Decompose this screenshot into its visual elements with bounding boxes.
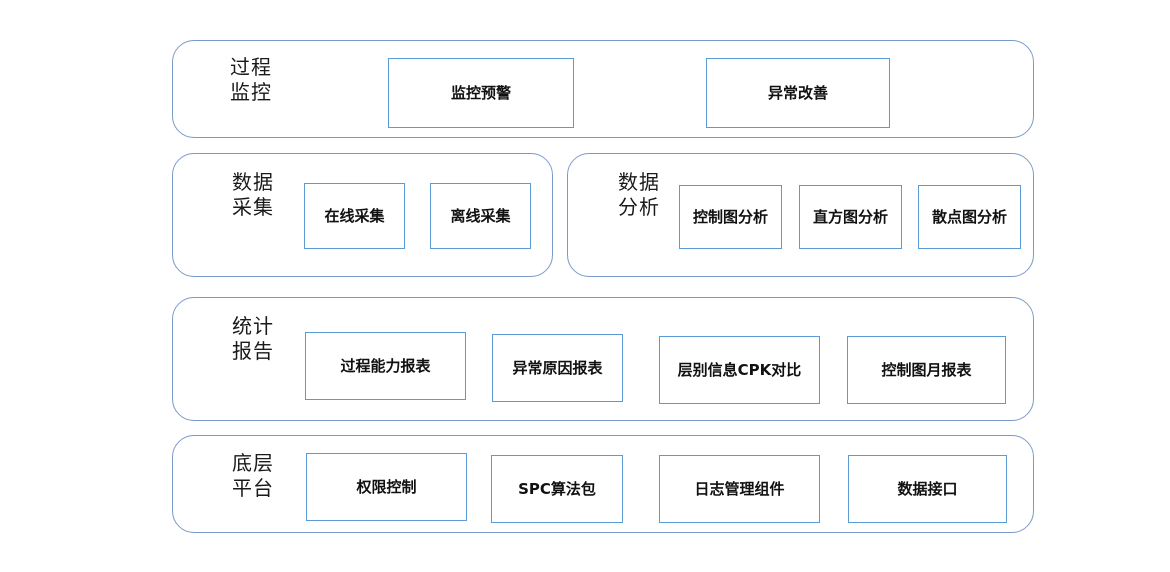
item-abnormality-cause-report[interactable]: 异常原因报表	[492, 334, 623, 402]
item-label: 日志管理组件	[694, 480, 785, 498]
item-label: 过程能力报表	[340, 357, 431, 375]
item-label: SPC算法包	[518, 480, 596, 498]
item-data-interface[interactable]: 数据接口	[848, 455, 1007, 523]
item-control-chart-analysis[interactable]: 控制图分析	[679, 185, 782, 249]
item-monitoring-alert[interactable]: 监控预警	[388, 58, 574, 128]
item-label: 控制图分析	[692, 208, 768, 226]
item-label: 层别信息CPK对比	[677, 361, 802, 379]
item-label: 异常改善	[767, 84, 828, 102]
item-offline-collection[interactable]: 离线采集	[430, 183, 531, 249]
item-label: 异常原因报表	[512, 359, 603, 377]
item-label: 直方图分析	[812, 208, 888, 226]
item-label: 权限控制	[356, 478, 417, 496]
item-log-management-component[interactable]: 日志管理组件	[659, 455, 820, 523]
item-label: 监控预警	[450, 84, 511, 102]
item-layer-cpk-comparison[interactable]: 层别信息CPK对比	[659, 336, 820, 404]
item-abnormality-improvement[interactable]: 异常改善	[706, 58, 890, 128]
item-label: 散点图分析	[931, 208, 1007, 226]
group-label-data-analysis: 数据 分析	[618, 172, 660, 219]
group-label-data-collection: 数据 采集	[232, 172, 274, 219]
item-scatter-chart-analysis[interactable]: 散点图分析	[918, 185, 1021, 249]
item-label: 控制图月报表	[881, 361, 972, 379]
item-control-chart-monthly-report[interactable]: 控制图月报表	[847, 336, 1006, 404]
item-process-capability-report[interactable]: 过程能力报表	[305, 332, 466, 400]
item-label: 离线采集	[450, 207, 511, 225]
item-spc-algorithm-package[interactable]: SPC算法包	[491, 455, 623, 523]
item-histogram-analysis[interactable]: 直方图分析	[799, 185, 902, 249]
item-online-collection[interactable]: 在线采集	[304, 183, 405, 249]
group-label-process-monitoring: 过程 监控	[230, 57, 272, 104]
item-label: 在线采集	[324, 207, 385, 225]
group-label-statistics-report: 统计 报告	[232, 316, 274, 363]
item-label: 数据接口	[897, 480, 958, 498]
item-permission-control[interactable]: 权限控制	[306, 453, 467, 521]
group-process-monitoring	[172, 40, 1034, 138]
group-label-base-platform: 底层 平台	[232, 453, 274, 500]
